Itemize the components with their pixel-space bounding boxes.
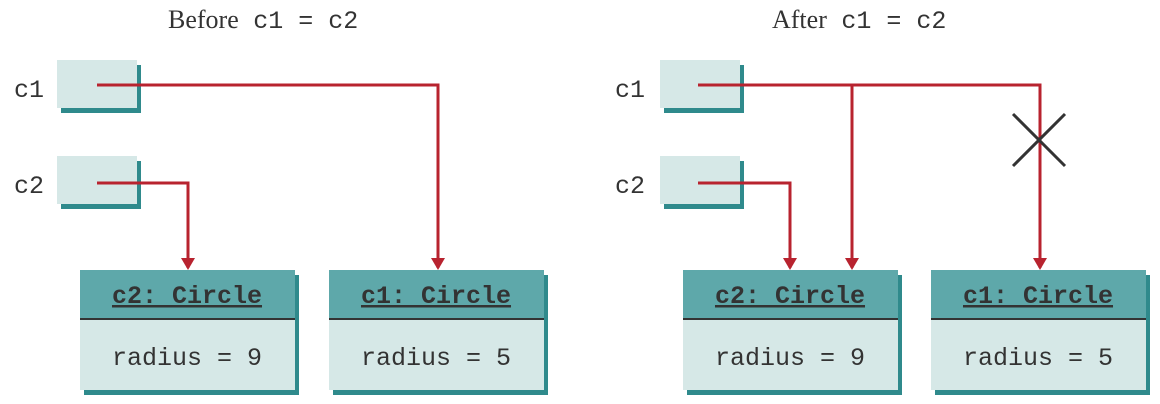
before-object-c2-header-bg — [80, 270, 295, 319]
broken-reference-x-icon — [1011, 112, 1067, 168]
before-object-c1-body-bg — [329, 319, 544, 390]
before-object-c2-circle: c2: Circle radius = 9 — [80, 270, 299, 395]
after-object-c2-body-bg — [683, 319, 898, 390]
after-title: After c1 = c2 — [772, 5, 946, 36]
after-object-c2-header-bg — [683, 270, 898, 319]
after-object-c2-field: radius = 9 — [715, 344, 865, 373]
before-panel: Before c1 = c2 c1 c2 c2: Circle radius =… — [14, 5, 548, 395]
before-var-c2-box — [57, 156, 137, 204]
after-object-c1-field: radius = 5 — [963, 344, 1113, 373]
after-arrow-c2-to-c2-circle — [698, 181, 797, 270]
after-title-prefix: After — [772, 5, 827, 34]
before-object-c1-header-bg — [329, 270, 544, 319]
before-object-c2-header: c2: Circle — [112, 282, 262, 311]
after-object-c1-header-bg — [931, 270, 1146, 319]
after-arrow-c1-old-reference — [698, 83, 1047, 270]
after-title-code: c1 = c2 — [841, 7, 946, 36]
after-object-c1-circle: c1: Circle radius = 5 — [931, 270, 1150, 395]
after-object-c2-header: c2: Circle — [715, 282, 865, 311]
before-title-code: c1 = c2 — [253, 7, 358, 36]
before-object-c1-circle: c1: Circle radius = 5 — [329, 270, 548, 395]
before-var-c2-label: c2 — [14, 172, 44, 201]
before-arrow-c2-to-c2-circle — [97, 181, 195, 270]
before-title: Before c1 = c2 — [168, 5, 358, 36]
after-var-c1-label: c1 — [615, 76, 645, 105]
before-arrow-c1-to-c1-circle — [97, 83, 445, 270]
after-var-c2-box — [660, 156, 740, 204]
after-object-c2-circle: c2: Circle radius = 9 — [683, 270, 902, 395]
before-object-c2-field: radius = 9 — [112, 344, 262, 373]
after-object-c1-body-bg — [931, 319, 1146, 390]
after-panel: After c1 = c2 c1 c2 c2: Circle radius = … — [615, 5, 1150, 395]
before-var-c1-label: c1 — [14, 76, 44, 105]
before-object-c2-body-bg — [80, 319, 295, 390]
before-object-c1-field: radius = 5 — [361, 344, 511, 373]
before-object-c1-header: c1: Circle — [361, 282, 511, 311]
before-title-prefix: Before — [168, 5, 239, 34]
after-var-c2-label: c2 — [615, 172, 645, 201]
after-object-c1-header: c1: Circle — [963, 282, 1113, 311]
